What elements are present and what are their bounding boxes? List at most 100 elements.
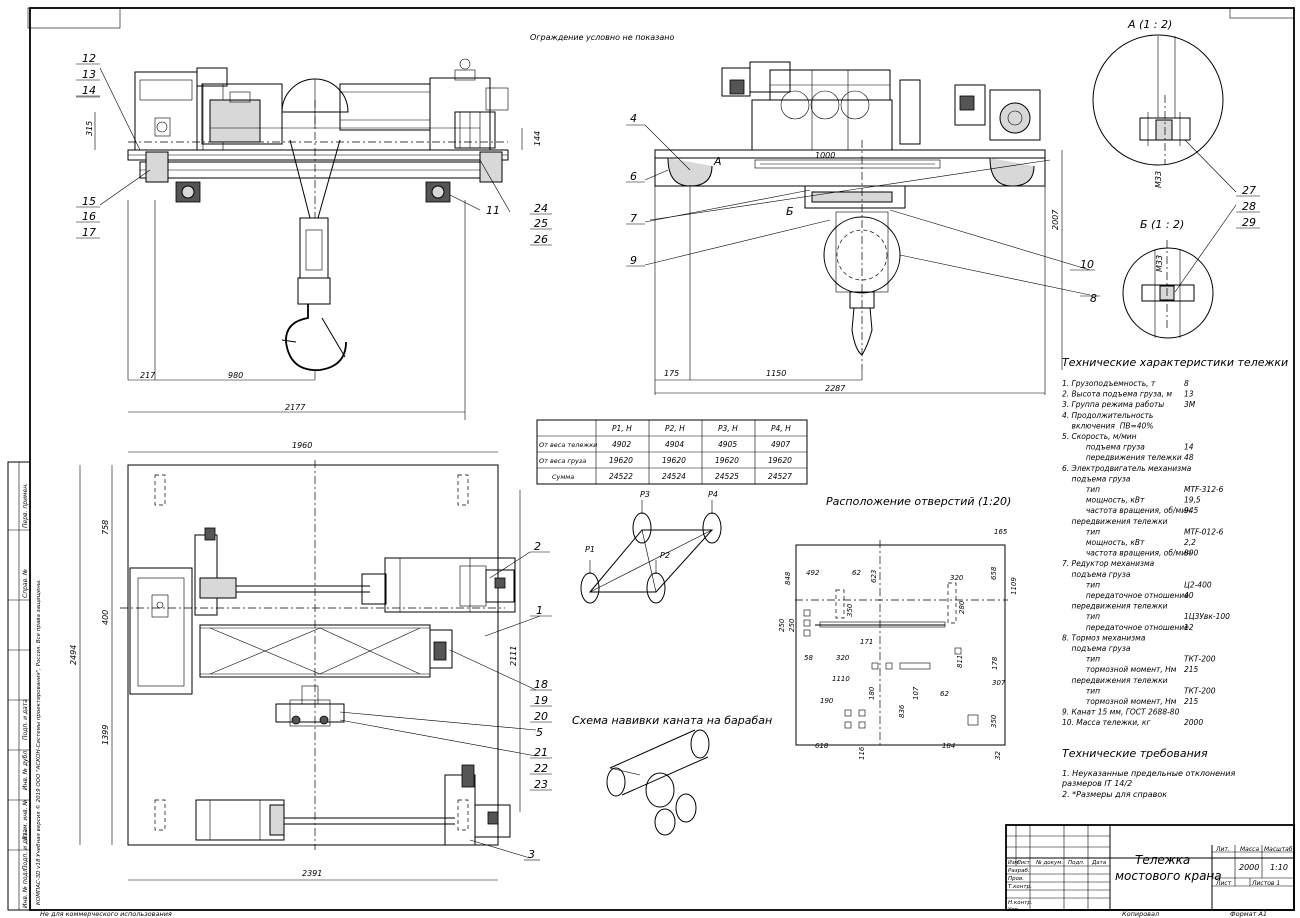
dh-184: 184 (942, 742, 955, 750)
title-block: Изм. Лист № докум. Подп. Дата Разраб. Пр… (1005, 824, 1295, 913)
dim-plan-1399: 1399 (101, 725, 110, 745)
spec-text: 5. Скорость, м/мин (1062, 432, 1137, 441)
dh-180: 180 (868, 686, 876, 700)
spec-value: 945 (1184, 506, 1199, 515)
dh-250a: 250 (778, 618, 786, 632)
tb-lit: Лит. (1215, 846, 1230, 853)
pos-25: 25 (534, 217, 548, 230)
spec-text: 9. Канат 15 мм, ГОСТ 2688-80 (1062, 708, 1180, 717)
dim-front-980: 980 (228, 371, 243, 380)
dh-350b: 350 (990, 714, 998, 728)
section-a-title: А (1 : 2) (1127, 18, 1172, 31)
dh-492: 492 (806, 569, 820, 577)
dh-320b: 320 (836, 654, 850, 662)
spec-text: тип (1062, 612, 1100, 621)
side-label-6: Инв. № подл. (22, 867, 29, 908)
tb-name1: Тележка (1135, 853, 1190, 867)
lt-r1c0: От веса груза (539, 457, 586, 465)
pos-2: 2 (534, 540, 541, 553)
tb-row2: № докум. (1035, 860, 1063, 866)
side-label-4: Взам. инв. № (22, 799, 29, 840)
rope-title: Схема навивки каната на барабан (572, 714, 772, 727)
spec-text: 6. Электродвигатель механизма (1062, 464, 1192, 473)
spec-value: 215 (1184, 697, 1199, 706)
spec-text: частота вращения, об/мин (1062, 549, 1191, 558)
spec-text: мощность, кВт (1062, 538, 1145, 547)
pos-23: 23 (534, 778, 548, 791)
dh-250b: 250 (788, 618, 796, 632)
lt-r1c3: 19620 (715, 456, 739, 465)
spec-text: тип (1062, 485, 1100, 494)
dh-811: 811 (956, 655, 964, 668)
lt-r1c4: 19620 (768, 456, 792, 465)
dim-side-175: 175 (664, 369, 679, 378)
dh-350a: 350 (846, 603, 854, 617)
lt-r1c1: 19620 (609, 456, 633, 465)
char-title: Технические характеристики тележки (1062, 356, 1288, 369)
lt-h3: P3, Н (718, 424, 738, 433)
spec-text: 2. Высота подъема груза, м (1062, 390, 1172, 399)
spec-text: передвижения тележки (1062, 676, 1168, 685)
spec-value: 19,5 (1184, 496, 1201, 505)
lt-r2c2: 24524 (662, 472, 686, 481)
dh-307: 307 (992, 679, 1006, 687)
holes-layout: 165 492 62 623 320 658 1109 848 250 250 … (778, 528, 1018, 760)
dh-178: 178 (991, 656, 999, 670)
spec-text: включения ПВ=40% (1062, 421, 1153, 430)
dim-side-1150: 1150 (766, 369, 786, 378)
lt-r2c4: 24527 (768, 472, 792, 481)
dim-side-2287: 2287 (825, 384, 846, 393)
spec-text: тип (1062, 686, 1100, 695)
front-view: 217 980 2177 315 144 (85, 58, 542, 420)
dh-165: 165 (994, 528, 1008, 536)
pos-8: 8 (1090, 292, 1097, 305)
spec-text: 7. Редуктор механизма (1062, 559, 1155, 568)
spec-text: подъема груза (1062, 443, 1145, 452)
spec-text: подъема груза (1062, 570, 1131, 579)
side-label-5: Подп. и дата (22, 829, 29, 870)
side-strip: Перв. примен. Справ. № Подп. и дата Инв.… (7, 461, 42, 911)
dim-side-1000: 1000 (815, 151, 835, 160)
lt-h1: P1, Н (612, 424, 632, 433)
dh-58: 58 (804, 654, 813, 662)
tb-copied: Копировал (1122, 910, 1159, 918)
spec-value: 8 (1184, 379, 1189, 388)
pos-4: 4 (630, 112, 637, 125)
side-notice: КОМПАС-3D v18 Учебная версия © 2019 ООО … (35, 579, 42, 905)
dh-1110: 1110 (832, 675, 850, 683)
dim-front-315: 315 (85, 121, 94, 136)
load-p4: P4 (708, 490, 718, 499)
dh-618: 618 (815, 742, 829, 750)
pos-13: 13 (82, 68, 96, 81)
dim-plan-758: 758 (101, 520, 110, 535)
lt-r0c0: От веса тележки (539, 441, 597, 449)
pos-5: 5 (536, 726, 543, 739)
tb-row4: Дата (1091, 860, 1107, 866)
tb-scale-h: Масштаб (1264, 846, 1293, 853)
spec-text: мощность, кВт (1062, 496, 1145, 505)
sections: А (1 : 2) М33 Б (1 : 2) М33 (1092, 18, 1237, 339)
req-1: размеров IT 14/2 (1061, 779, 1132, 788)
lt-r0c4: 4907 (771, 440, 790, 449)
pos-12: 12 (82, 52, 96, 65)
tb-row5: Разраб. (1008, 868, 1030, 874)
side-label-3: Инв. № дубл. (22, 749, 29, 790)
tb-row8: Н.контр. (1008, 900, 1033, 906)
tb-sheet: Лист (1215, 880, 1232, 887)
tb-row3: Подп. (1068, 860, 1085, 866)
lt-h2: P2, Н (665, 424, 685, 433)
pos-14: 14 (82, 84, 96, 97)
dh-623: 623 (870, 570, 878, 583)
spec-value: 890 (1184, 549, 1199, 558)
spec-text: 3. Группа режима работы (1062, 400, 1164, 409)
pos-26: 26 (534, 233, 548, 246)
spec-value: МТF-312-6 (1184, 485, 1224, 494)
spec-value: МТF-012-6 (1184, 527, 1224, 536)
tb-row1: Лист (1016, 860, 1031, 866)
sec-a-dim: М33 (1154, 171, 1163, 188)
pos-11: 11 (486, 204, 500, 217)
pos-3: 3 (528, 848, 535, 861)
mark-b: Б (786, 205, 794, 218)
pos-16: 16 (82, 210, 96, 223)
spec-value: 2000 (1184, 718, 1203, 727)
